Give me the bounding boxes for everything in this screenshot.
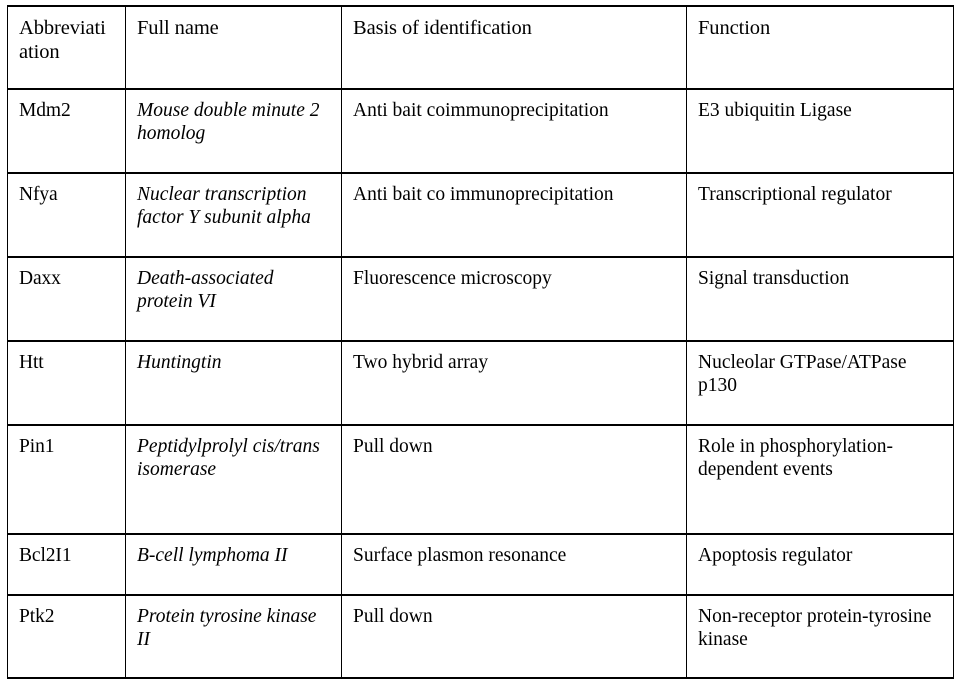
cell-abbreviation: Pin1 (7, 424, 126, 535)
cell-full-name: Mouse double minute 2 homolog (125, 88, 342, 174)
cell-full-name: B-cell lymphoma II (125, 533, 342, 596)
page-root: Abbreviati ation Full name Basis of iden… (7, 5, 954, 679)
cell-basis: Surface plasmon resonance (341, 533, 687, 596)
cell-full-name: Peptidylprolyl cis/trans isomerase (125, 424, 342, 535)
table-row: Pin1 Peptidylprolyl cis/trans isomerase … (7, 424, 954, 535)
cell-abbreviation: Mdm2 (7, 88, 126, 174)
table-row: Daxx Death-associated protein VI Fluores… (7, 256, 954, 342)
cell-function: Apoptosis regulator (686, 533, 954, 596)
column-header-abbreviation: Abbreviati ation (7, 5, 126, 90)
column-header-basis-of-identification: Basis of identification (341, 5, 687, 90)
table-header: Abbreviati ation Full name Basis of iden… (7, 5, 954, 90)
cell-abbreviation: Bcl2I1 (7, 533, 126, 596)
table-row: Mdm2 Mouse double minute 2 homolog Anti … (7, 88, 954, 174)
cell-function: Role in phosphorylation-dependent events (686, 424, 954, 535)
cell-basis: Anti bait coimmunoprecipitation (341, 88, 687, 174)
cell-basis: Anti bait co immunoprecipitation (341, 172, 687, 258)
cell-function: Transcriptional regulator (686, 172, 954, 258)
cell-abbreviation: Htt (7, 340, 126, 426)
cell-function: E3 ubiquitin Ligase (686, 88, 954, 174)
column-header-function: Function (686, 5, 954, 90)
cell-full-name: Death-associated protein VI (125, 256, 342, 342)
column-header-full-name: Full name (125, 5, 342, 90)
table-body: Mdm2 Mouse double minute 2 homolog Anti … (7, 88, 954, 679)
table-row: Bcl2I1 B-cell lymphoma II Surface plasmo… (7, 533, 954, 596)
cell-abbreviation: Nfya (7, 172, 126, 258)
cell-full-name: Nuclear transcription factor Y subunit a… (125, 172, 342, 258)
cell-abbreviation: Ptk2 (7, 594, 126, 679)
cell-basis: Pull down (341, 424, 687, 535)
cell-function: Signal transduction (686, 256, 954, 342)
cell-full-name: Protein tyrosine kinase II (125, 594, 342, 679)
table-row: Htt Huntingtin Two hybrid array Nucleola… (7, 340, 954, 426)
cell-basis: Fluorescence microscopy (341, 256, 687, 342)
table-header-row: Abbreviati ation Full name Basis of iden… (7, 5, 954, 90)
cell-function: Non-receptor protein-tyrosine kinase (686, 594, 954, 679)
cell-function: Nucleolar GTPase/ATPase p130 (686, 340, 954, 426)
cell-basis: Two hybrid array (341, 340, 687, 426)
table-row: Nfya Nuclear transcription factor Y subu… (7, 172, 954, 258)
table-row: Ptk2 Protein tyrosine kinase II Pull dow… (7, 594, 954, 679)
cell-abbreviation: Daxx (7, 256, 126, 342)
cell-full-name: Huntingtin (125, 340, 342, 426)
column-header-abbreviation-line2: ation (19, 41, 60, 64)
cell-basis: Pull down (341, 594, 687, 679)
column-header-abbreviation-line1: Abbreviati (19, 17, 106, 39)
